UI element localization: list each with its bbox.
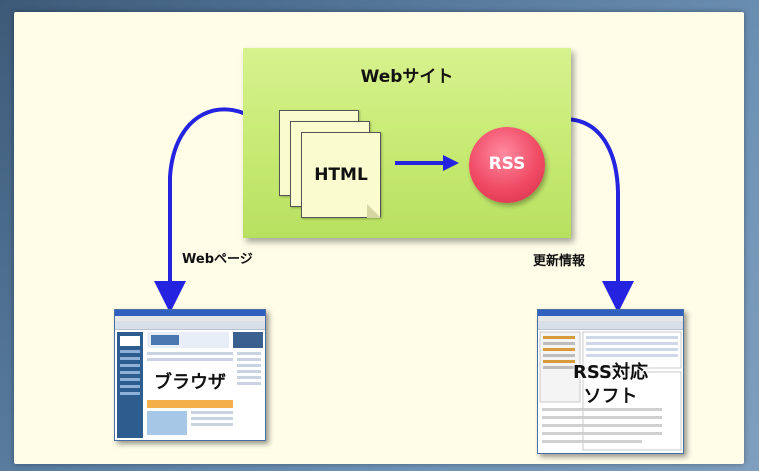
html-label: HTML	[314, 165, 368, 185]
html-page-front: HTML	[301, 132, 381, 218]
update-info-caption: 更新情報	[533, 254, 586, 269]
rss-software-screenshot: RSS対応 ソフト	[537, 309, 684, 454]
arrow-html-to-rss	[395, 155, 459, 171]
website-title: Webサイト	[360, 67, 454, 87]
rss-software-label-1: RSS対応	[573, 362, 648, 383]
browser-label: ブラウザ	[154, 372, 226, 393]
rss-reader-mock	[539, 331, 682, 451]
rss-feed-circle: RSS	[469, 127, 545, 203]
browser-page-mock	[117, 332, 263, 438]
diagram-panel: Webサイト HTML RSS Webページ 更新情報	[14, 12, 744, 464]
rss-label: RSS	[488, 154, 526, 174]
webpage-caption: Webページ	[182, 252, 253, 267]
browser-screenshot: ブラウザ	[114, 309, 266, 441]
rss-software-label-2: ソフト	[583, 386, 638, 407]
website-box: Webサイト HTML RSS	[243, 48, 571, 238]
